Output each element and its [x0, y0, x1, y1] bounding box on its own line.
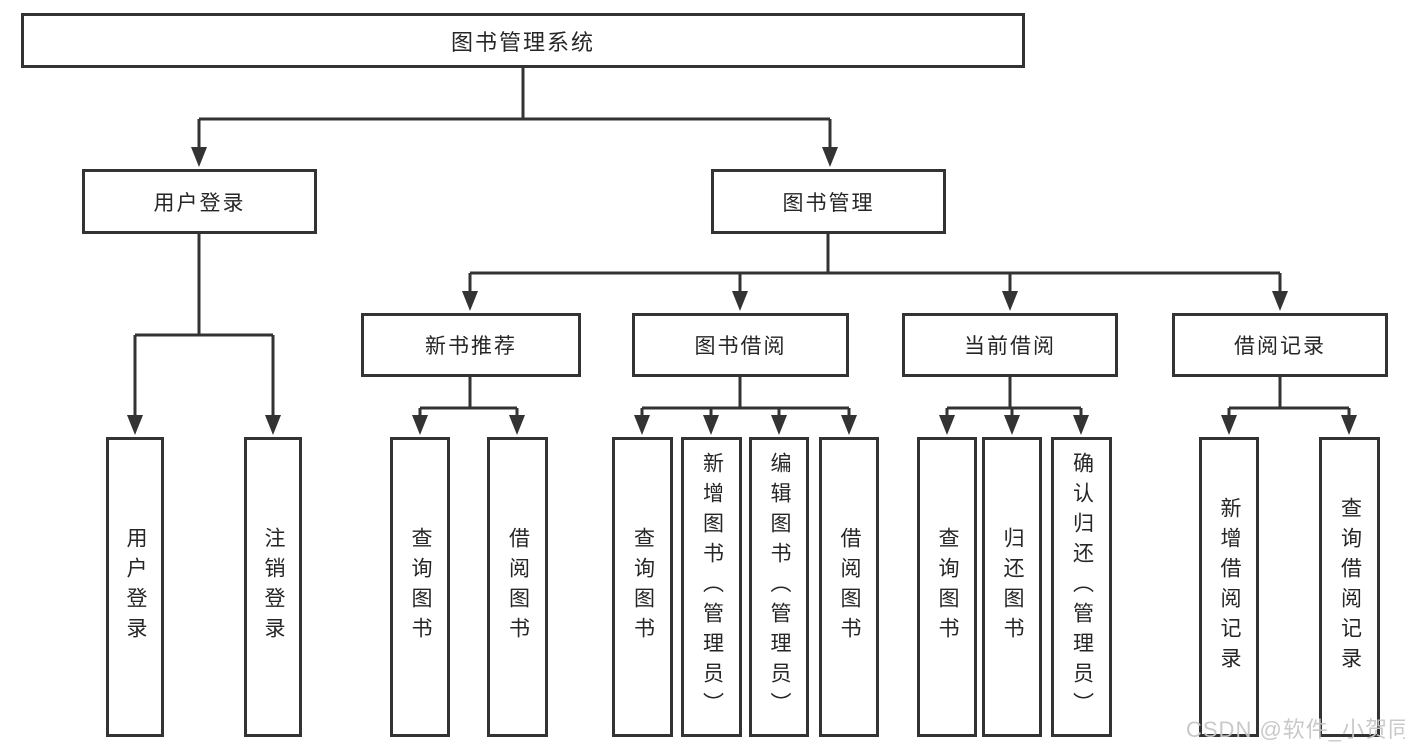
node-leaf-add-books-admin: 新增图书（管理员） — [681, 437, 742, 737]
node-borrowing-records: 借阅记录 — [1172, 313, 1388, 377]
node-user-login: 用户登录 — [82, 169, 317, 234]
node-leaf-edit-books-admin: 编辑图书（管理员） — [749, 437, 809, 737]
node-leaf-logout: 注销登录 — [244, 437, 302, 737]
node-leaf-confirm-return-admin: 确认归还（管理员） — [1051, 437, 1112, 737]
node-new-book-recommendation: 新书推荐 — [361, 313, 581, 377]
node-library-management-system: 图书管理系统 — [21, 13, 1025, 68]
node-leaf-add-borrow-record: 新增借阅记录 — [1199, 437, 1259, 737]
node-leaf-query-books-borrow: 查询图书 — [612, 437, 673, 737]
node-leaf-borrow-books: 借阅图书 — [819, 437, 879, 737]
node-leaf-query-books-current: 查询图书 — [917, 437, 977, 737]
node-leaf-query-borrow-record: 查询借阅记录 — [1319, 437, 1380, 737]
node-leaf-borrow-books-recommend: 借阅图书 — [487, 437, 548, 737]
watermark: CSDN @软件_小贺同学 — [1186, 717, 1405, 742]
node-book-borrowing: 图书借阅 — [632, 313, 849, 377]
node-leaf-user-login: 用户登录 — [106, 437, 164, 737]
node-leaf-query-books-recommend: 查询图书 — [390, 437, 450, 737]
node-book-management: 图书管理 — [711, 169, 946, 234]
node-leaf-return-books: 归还图书 — [982, 437, 1042, 737]
node-current-borrowing: 当前借阅 — [902, 313, 1118, 377]
